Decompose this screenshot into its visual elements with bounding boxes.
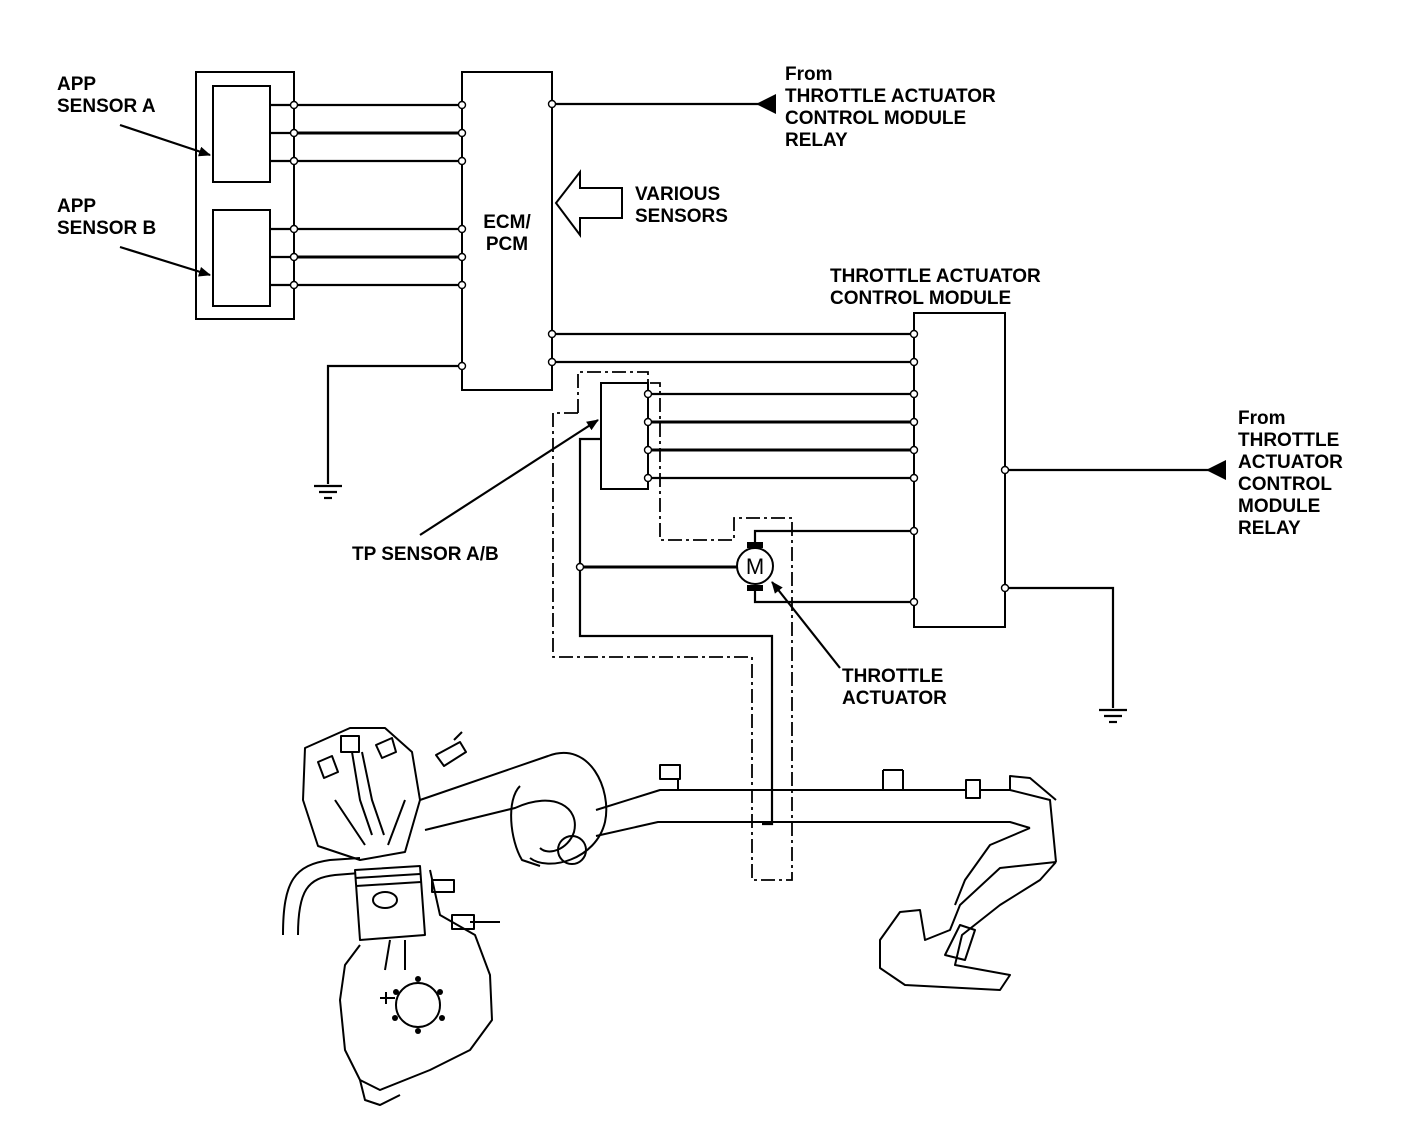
tacm-relay-feed [1005, 460, 1226, 480]
throttle-actuator-label-line2: ACTUATOR [842, 688, 947, 709]
tp-sensor-leader [419, 419, 599, 536]
tacm-box [913, 312, 1006, 628]
app-to-ecm-wires [294, 103, 462, 287]
relay-top-label-line4: RELAY [785, 130, 848, 151]
throttle-actuator-motor: M [575, 529, 914, 604]
app-sensor-a-label-line2: SENSOR A [57, 96, 156, 117]
relay-arrow-right [1206, 460, 1226, 480]
tacm-label-line1: THROTTLE ACTUATOR [830, 266, 1041, 287]
app-sensor-b-box [212, 209, 271, 307]
app-sensor-a-box [212, 85, 271, 183]
throttle-body-enclosure [552, 371, 793, 881]
terminal-markers [289, 99, 1010, 607]
various-sensors-arrow [554, 169, 623, 238]
app-b-leader [119, 245, 211, 277]
relay-top-label-line3: CONTROL MODULE [785, 108, 966, 129]
motor-icon [736, 547, 774, 585]
app-sensor-assembly [195, 71, 295, 320]
relay-right-label-line2: THROTTLE [1238, 430, 1339, 451]
ecm-relay-feed [552, 94, 776, 114]
app-sensor-b-label-line1: APP [57, 196, 96, 217]
ecm-label-line2: PCM [486, 234, 528, 255]
tp-sensor-label: TP SENSOR A/B [352, 544, 499, 565]
crank-sprocket-teeth [392, 976, 445, 1034]
actuator-leader [771, 581, 841, 669]
labels: APP SENSOR A APP SENSOR B ECM/ PCM VARIO… [57, 64, 1343, 709]
tacm-label-line2: CONTROL MODULE [830, 288, 1011, 309]
relay-right-label-line1: From [1238, 408, 1286, 429]
relay-right-label-line6: RELAY [1238, 518, 1301, 539]
relay-right-label-line5: MODULE [1238, 496, 1320, 517]
various-sensors-label-line1: VARIOUS [635, 184, 720, 205]
throttle-actuator-label-line1: THROTTLE [842, 666, 943, 687]
relay-top-label-line2: THROTTLE ACTUATOR [785, 86, 996, 107]
ecm-label-line1: ECM/ [483, 212, 531, 233]
tp-sensor-box [600, 382, 649, 490]
relay-right-label-line4: CONTROL [1238, 474, 1332, 495]
app-sensor-b-label-line2: SENSOR B [57, 218, 156, 239]
relay-arrow-top [756, 94, 776, 114]
app-sensor-a-label-line1: APP [57, 74, 96, 95]
engine-cross-section-illustration [282, 727, 1057, 1106]
ecm-ground [314, 364, 462, 500]
various-sensors-label-line2: SENSORS [635, 206, 728, 227]
app-a-leader [119, 123, 211, 157]
leader-arrows [119, 123, 841, 669]
tp-sensor-wires [578, 392, 914, 826]
ecm-to-tacm-wires [552, 332, 914, 364]
relay-right-label-line3: ACTUATOR [1238, 452, 1343, 473]
relay-top-label-line1: From [785, 64, 833, 85]
tacm-ground [1005, 586, 1127, 724]
motor-symbol: M [746, 554, 764, 579]
